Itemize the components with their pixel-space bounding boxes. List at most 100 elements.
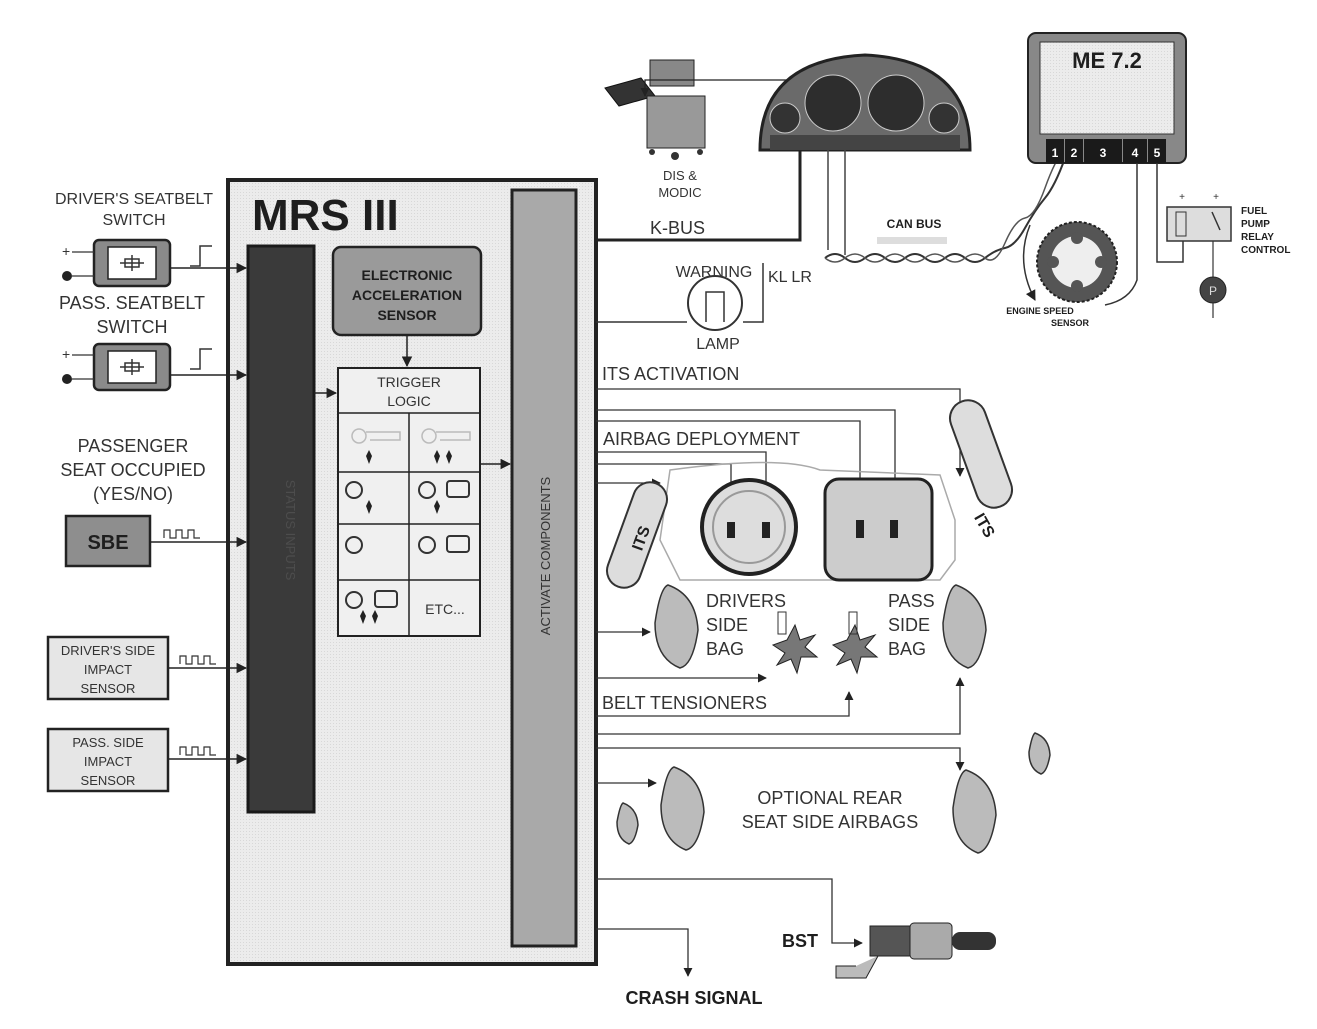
svg-text:SENSOR: SENSOR	[81, 681, 136, 696]
svg-text:LAMP: LAMP	[696, 336, 740, 353]
pulse-signal-icon	[179, 746, 216, 756]
svg-text:SEAT SIDE AIRBAGS: SEAT SIDE AIRBAGS	[742, 812, 918, 832]
svg-text:+: +	[1213, 192, 1219, 203]
svg-text:+: +	[1179, 192, 1185, 203]
svg-text:DIS &: DIS &	[663, 168, 697, 183]
svg-text:RELAY: RELAY	[1241, 232, 1274, 243]
svg-text:P: P	[1209, 284, 1217, 298]
svg-text:PASS: PASS	[888, 591, 935, 611]
svg-text:2: 2	[1071, 146, 1078, 160]
svg-text:(YES/NO): (YES/NO)	[93, 484, 173, 504]
trigger-cell-front-belt	[351, 428, 471, 444]
svg-text:OPTIONAL REAR: OPTIONAL REAR	[757, 788, 902, 808]
svg-text:+: +	[62, 243, 70, 259]
ground-icon	[62, 374, 72, 384]
step-signal-icon	[190, 245, 212, 267]
its-driver: ITS	[606, 481, 668, 589]
airbag-deployment-label: AIRBAG DEPLOYMENT	[603, 429, 800, 449]
relay-contact-icon	[1211, 211, 1221, 231]
belt-tensioner-passenger	[831, 611, 879, 675]
trigger-line-2: LOGIC	[387, 393, 431, 409]
rear-pass-side-bag-icon	[952, 769, 997, 854]
svg-text:DRIVERS: DRIVERS	[706, 591, 786, 611]
status-inputs-bar	[246, 244, 316, 814]
mrs3-title: MRS III	[252, 191, 399, 240]
dis-modic-tester: DIS & MODIC	[604, 59, 805, 200]
belt-tensioner-icons	[360, 450, 452, 624]
driver-side-bag-icon	[654, 584, 699, 669]
relay-coil-icon	[1175, 211, 1187, 237]
bst-label: BST	[782, 931, 818, 951]
its-passenger: ITS	[949, 399, 1013, 541]
kbus-label: K-BUS	[650, 218, 705, 238]
pass-seatbelt-switch: PASS. SEATBELT SWITCH +	[59, 293, 248, 392]
its-activation-label: ITS ACTIVATION	[602, 364, 739, 384]
sbe-label: SBE	[87, 532, 128, 554]
svg-text:PASS. SEATBELT: PASS. SEATBELT	[59, 293, 205, 313]
switch-icon	[120, 255, 144, 271]
airbag-icons	[345, 480, 470, 609]
pulse-signal-icon	[163, 529, 200, 539]
svg-text:SIDE: SIDE	[888, 615, 930, 635]
pulse-signal-icon	[179, 655, 216, 665]
svg-text:SIDE: SIDE	[706, 615, 748, 635]
eas-line-1: ELECTRONIC	[362, 267, 453, 283]
passenger-airbag	[823, 477, 934, 582]
switch-icon	[120, 359, 144, 375]
svg-text:FUEL: FUEL	[1241, 206, 1267, 217]
driver-side-impact-sensor: DRIVER'S SIDE IMPACT SENSOR	[46, 635, 248, 701]
dashboard-outline	[659, 461, 956, 581]
svg-text:SWITCH: SWITCH	[97, 317, 168, 337]
svg-text:3: 3	[1100, 146, 1107, 160]
rear-driver-small-bag-icon	[616, 802, 639, 845]
trigger-etc: ETC...	[425, 601, 465, 617]
belt-tensioners-label: BELT TENSIONERS	[602, 693, 767, 713]
pass-side-impact-sensor: PASS. SIDE IMPACT SENSOR	[46, 727, 248, 793]
svg-text:4: 4	[1132, 146, 1139, 160]
kl-lr-label: KL LR	[768, 269, 812, 286]
sbe-box	[64, 514, 152, 568]
svg-text:+: +	[62, 346, 70, 362]
rear-pass-small-bag-icon	[1028, 732, 1051, 775]
svg-text:PUMP: PUMP	[1241, 219, 1270, 230]
svg-text:5: 5	[1154, 146, 1161, 160]
trigger-line-1: TRIGGER	[377, 374, 441, 390]
eas-line-3: SENSOR	[377, 307, 436, 323]
activate-components-label: ACTIVATE COMPONENTS	[538, 476, 553, 635]
pass-side-bag-icon	[942, 584, 987, 669]
svg-text:SEAT OCCUPIED: SEAT OCCUPIED	[60, 460, 205, 480]
battery-safety-terminal	[835, 922, 996, 979]
svg-text:WARNING: WARNING	[676, 264, 753, 281]
belt-tensioner-driver	[771, 611, 819, 675]
svg-text:BAG: BAG	[706, 639, 744, 659]
svg-text:SWITCH: SWITCH	[102, 212, 165, 229]
passenger-seat-occupied: PASSENGER SEAT OCCUPIED (YES/NO) SBE	[60, 436, 248, 568]
me72-title: ME 7.2	[1072, 48, 1142, 73]
trigger-logic-block: TRIGGER LOGIC ETC...	[337, 367, 481, 637]
ground-icon	[62, 271, 72, 281]
activate-components-bar	[510, 188, 578, 948]
instrument-cluster	[758, 53, 972, 152]
svg-text:SENSOR: SENSOR	[1051, 318, 1090, 328]
driver-seatbelt-switch: DRIVER'S SEATBELT SWITCH +	[55, 191, 248, 288]
can-bus-label: CAN BUS	[887, 217, 942, 231]
svg-text:BAG: BAG	[888, 639, 926, 659]
status-inputs-label: STATUS INPUTS	[283, 480, 298, 581]
svg-text:PASSENGER: PASSENGER	[78, 436, 189, 456]
me72-ecu: ME 7.2 1 2 3 4 5	[1027, 32, 1187, 164]
mrs3-module: MRS III STATUS INPUTS ELECTRONIC ACCELER…	[226, 178, 598, 966]
svg-text:ENGINE SPEED: ENGINE SPEED	[1006, 306, 1074, 316]
svg-text:CONTROL: CONTROL	[1241, 245, 1290, 256]
svg-text:ITS: ITS	[970, 511, 997, 541]
svg-text:1: 1	[1052, 146, 1059, 160]
engine-speed-sensor: ENGINE SPEED SENSOR	[1006, 221, 1118, 328]
svg-text:IMPACT: IMPACT	[84, 662, 132, 677]
speedometer-icon	[804, 74, 862, 132]
svg-text:DRIVER'S SEATBELT: DRIVER'S SEATBELT	[55, 191, 213, 208]
tachometer-icon	[867, 74, 925, 132]
can-bus: CAN BUS	[824, 147, 1066, 263]
rear-driver-side-bag-icon	[660, 766, 705, 851]
svg-text:MODIC: MODIC	[658, 185, 701, 200]
svg-text:PASS. SIDE: PASS. SIDE	[72, 735, 144, 750]
